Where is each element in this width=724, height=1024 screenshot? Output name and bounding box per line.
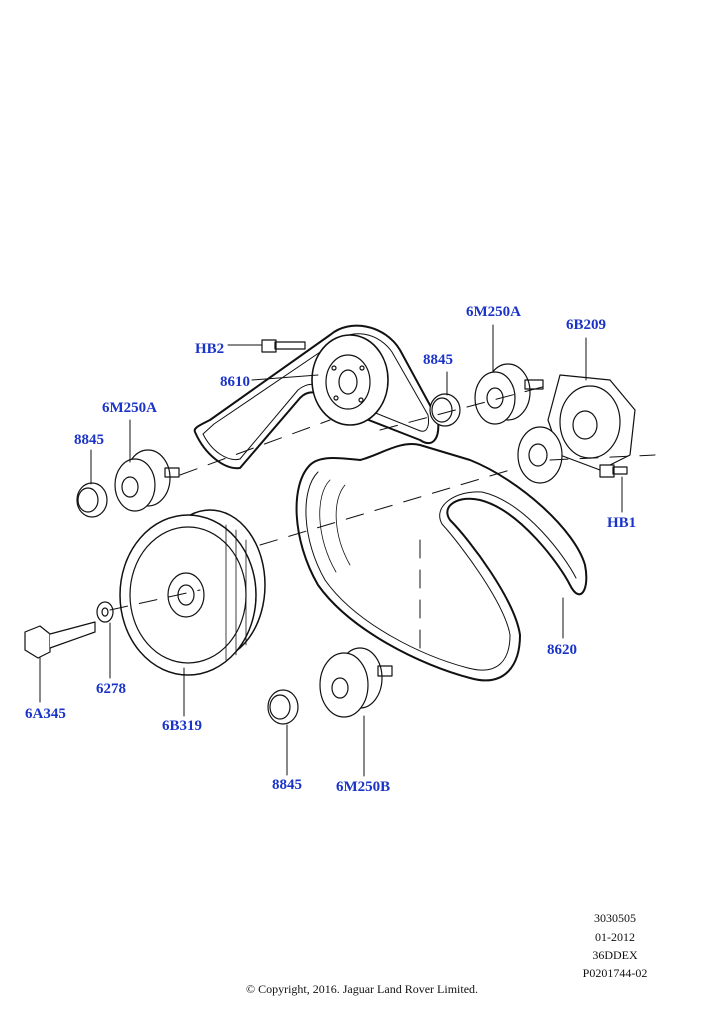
bolt-hb2[interactable] xyxy=(261,339,306,353)
callout-6a345[interactable]: 6A345 xyxy=(25,706,66,722)
bolt-hb1[interactable] xyxy=(599,464,628,478)
idler-pulley-6m250a-left[interactable] xyxy=(114,449,180,512)
belt-8620[interactable] xyxy=(295,443,588,682)
idler-pulley-6m250b[interactable] xyxy=(319,647,393,718)
dust-cap-8845-bottom[interactable] xyxy=(267,689,299,725)
dust-cap-8845-top[interactable] xyxy=(429,393,461,427)
callout-8845-left[interactable]: 8845 xyxy=(74,432,104,448)
callout-hb2[interactable]: HB2 xyxy=(195,341,225,357)
callout-6m250a-top[interactable]: 6M250A xyxy=(466,304,521,320)
washer-6278[interactable] xyxy=(96,601,114,623)
centerlines xyxy=(109,384,656,661)
meta-line-2: 01-2012 xyxy=(595,930,635,944)
water-pump-pulley[interactable] xyxy=(311,334,389,426)
callout-8845-bottom[interactable]: 8845 xyxy=(272,777,302,793)
meta-line-3: 36DDEX xyxy=(592,948,638,962)
callout-8845-top[interactable]: 8845 xyxy=(423,352,453,368)
callout-8610[interactable]: 8610 xyxy=(220,374,250,390)
meta-line-1: 3030505 xyxy=(594,911,636,925)
belt-tensioner-6b209[interactable] xyxy=(517,374,636,484)
dust-cap-8845-left[interactable] xyxy=(76,482,108,518)
crankshaft-bolt-6a345[interactable] xyxy=(24,621,96,659)
leader-lines xyxy=(39,324,623,777)
callout-6m250a-left[interactable]: 6M250A xyxy=(102,400,157,416)
meta-line-4: P0201744-02 xyxy=(582,966,648,980)
crankshaft-pulley-6b319[interactable] xyxy=(119,509,266,676)
callout-6278[interactable]: 6278 xyxy=(96,681,126,697)
callout-6b209[interactable]: 6B209 xyxy=(566,317,607,333)
callout-6m250b[interactable]: 6M250B xyxy=(336,779,391,795)
callout-6b319[interactable]: 6B319 xyxy=(162,718,203,734)
copyright-notice: © Copyright, 2016. Jaguar Land Rover Lim… xyxy=(245,982,479,996)
belt-8610[interactable] xyxy=(193,324,440,470)
callout-8620[interactable]: 8620 xyxy=(547,642,577,658)
idler-pulley-6m250a-top[interactable] xyxy=(474,363,544,425)
callout-hb1[interactable]: HB1 xyxy=(607,515,637,531)
